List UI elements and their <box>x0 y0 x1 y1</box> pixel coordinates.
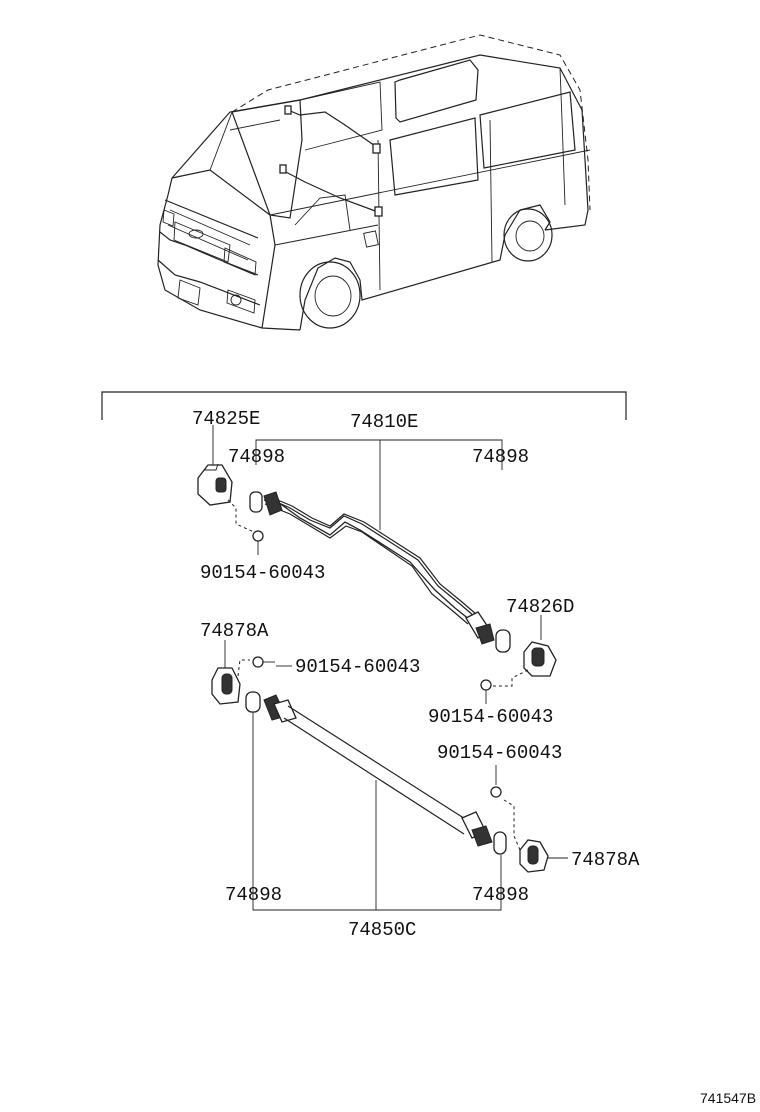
bolt-icon <box>480 679 492 704</box>
label-74826D: 74826D <box>506 596 574 618</box>
label-74898-bottom-left: 74898 <box>225 884 282 906</box>
label-74850C: 74850C <box>348 919 416 941</box>
hose-assembly-74810E <box>197 425 557 704</box>
bolt-icon <box>490 765 502 798</box>
label-bolt-1: 90154-60043 <box>200 562 325 584</box>
label-74810E: 74810E <box>350 411 418 433</box>
group-bracket <box>101 391 627 420</box>
label-74878A-right: 74878A <box>571 849 640 871</box>
label-bolt-4: 90154-60043 <box>437 742 562 764</box>
label-74878A-left: 74878A <box>200 620 269 642</box>
label-74898-bottom-right: 74898 <box>472 884 529 906</box>
van-illustration <box>157 34 591 331</box>
diagram-code: 741547B <box>700 1090 756 1106</box>
label-74898-top-right: 74898 <box>472 446 529 468</box>
label-74825E: 74825E <box>192 408 260 430</box>
label-74898-top-left: 74898 <box>228 446 285 468</box>
bolt-icon <box>252 656 275 668</box>
bolt-icon <box>252 530 264 555</box>
label-bolt-2: 90154-60043 <box>295 656 420 678</box>
label-bolt-3: 90154-60043 <box>428 706 553 728</box>
hose-assembly-74850C <box>211 640 568 911</box>
